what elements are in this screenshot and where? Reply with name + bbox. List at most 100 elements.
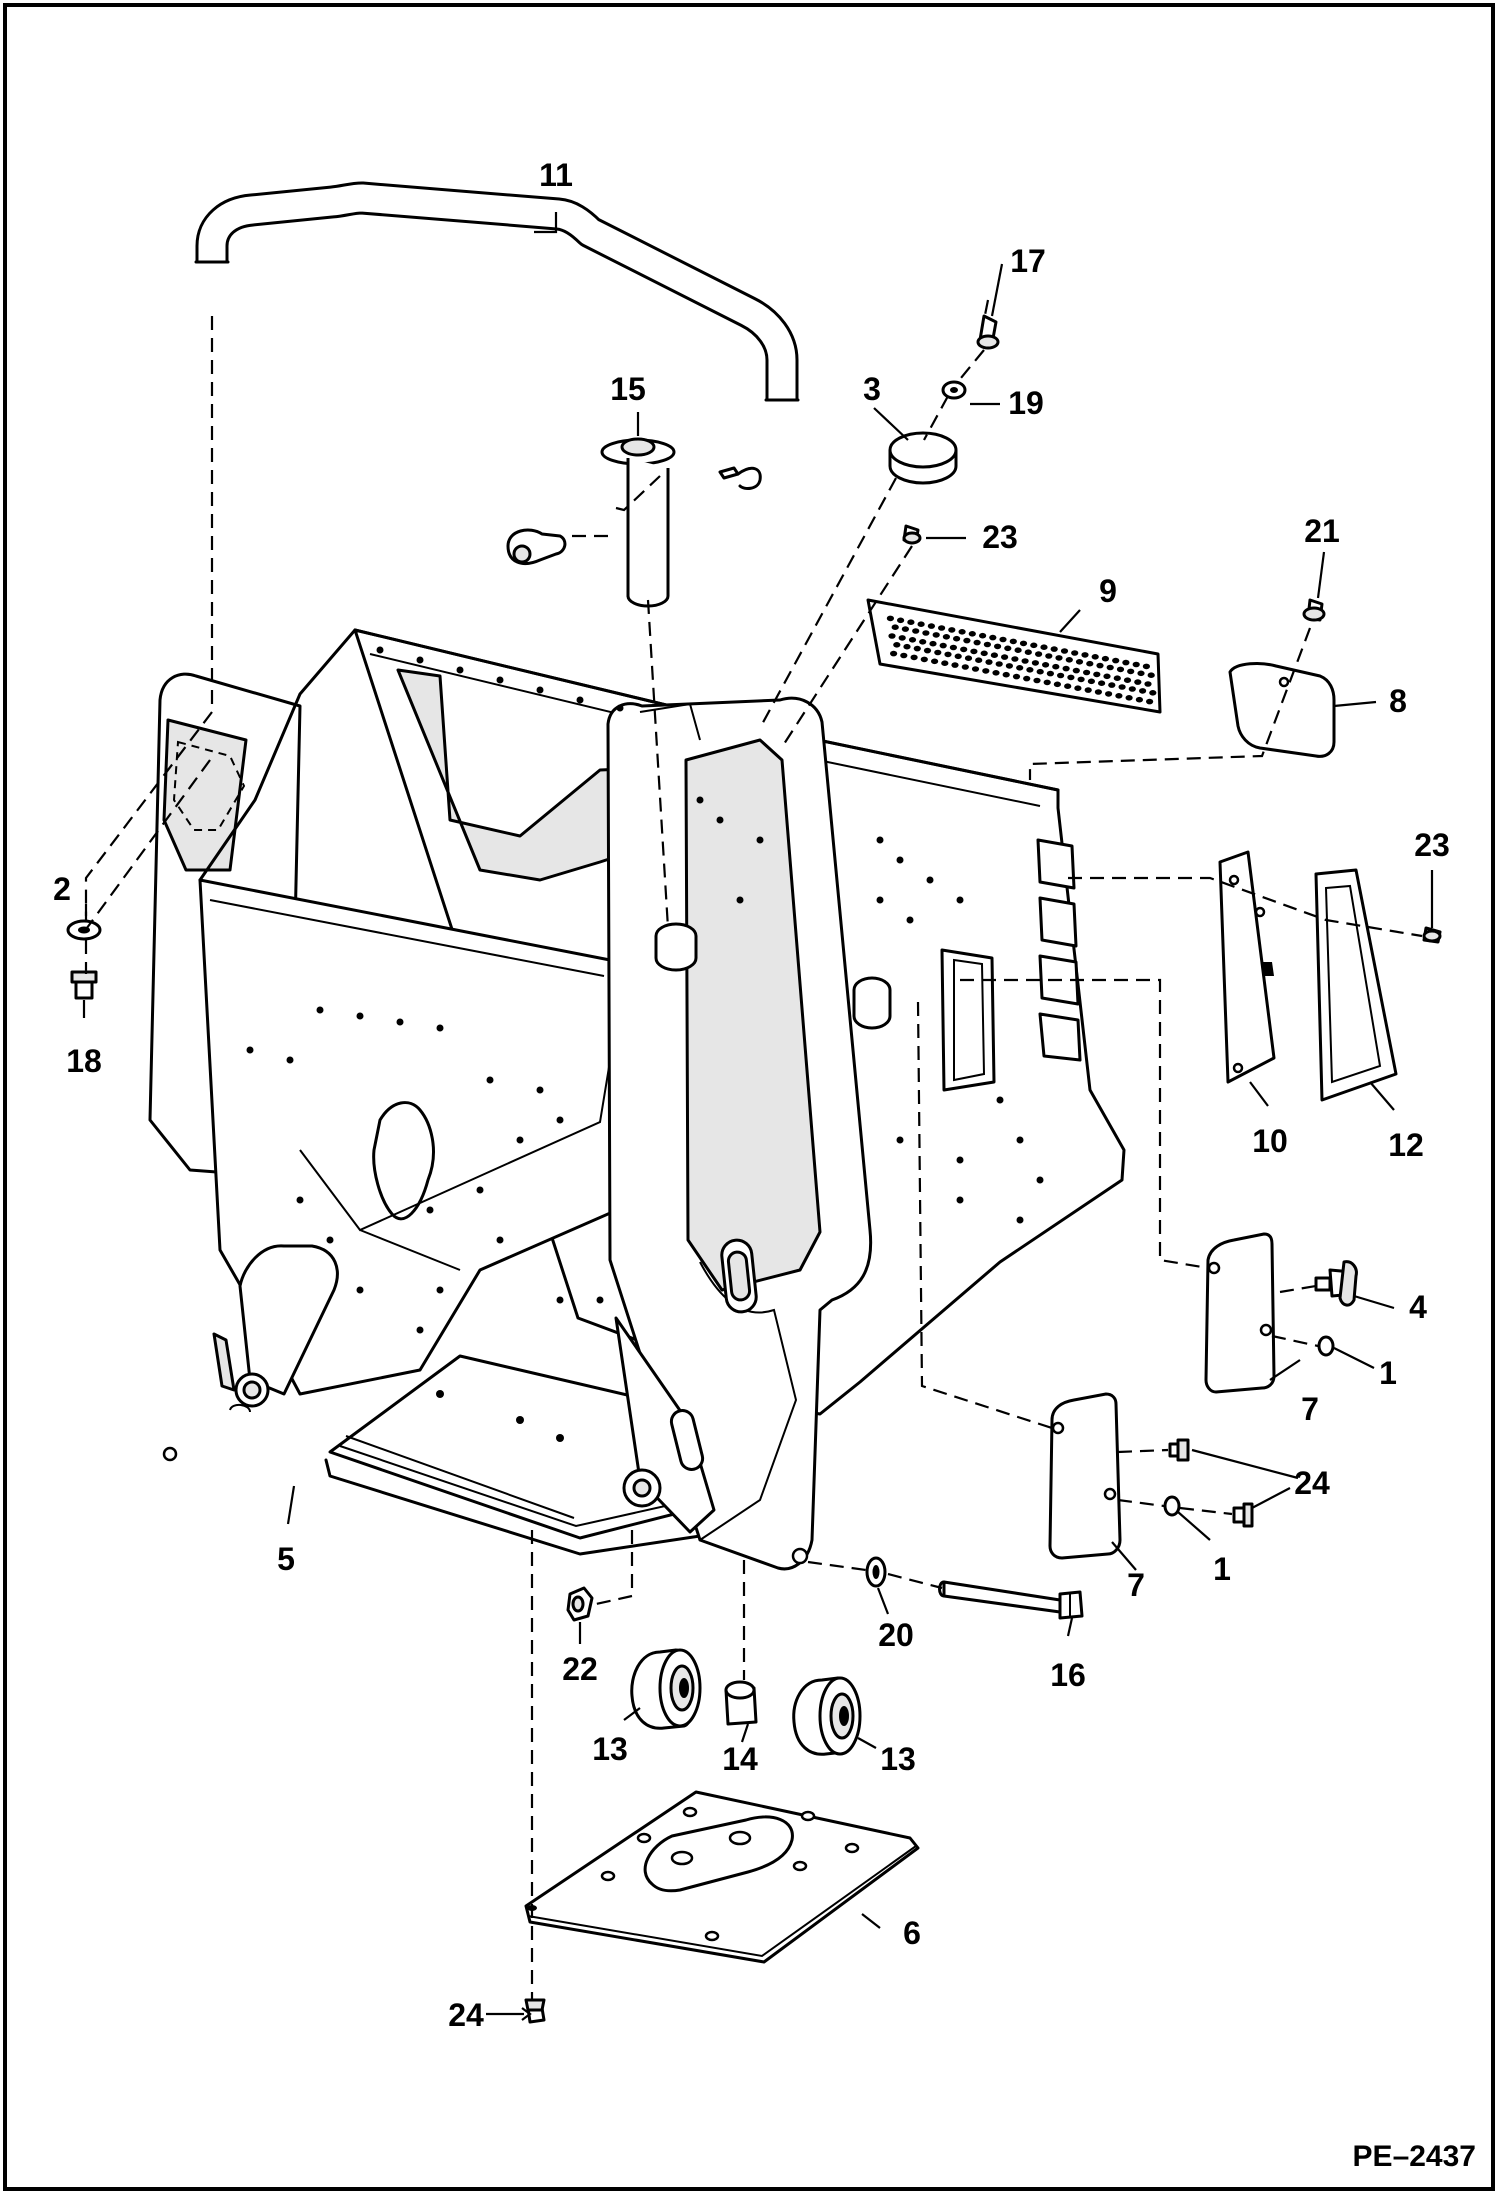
frame-hole — [556, 1116, 564, 1124]
perforation-hole — [985, 659, 993, 665]
part-15-tube-pin — [506, 437, 762, 608]
perforation-hole — [1081, 652, 1089, 658]
perforation-hole — [1071, 650, 1079, 656]
perforation-hole — [1094, 689, 1102, 695]
frame-hole — [356, 1286, 364, 1294]
frame-hole — [926, 876, 934, 884]
frame-hole — [906, 916, 914, 924]
part-7-cover-upper — [1204, 1232, 1276, 1394]
frame-hole — [416, 1326, 424, 1334]
callout-5: 5 — [277, 1541, 295, 1577]
perforation-hole — [934, 649, 942, 656]
frame-hole — [996, 1096, 1004, 1104]
callout-23-top: 23 — [982, 519, 1018, 555]
frame-hole — [436, 1024, 444, 1032]
frame-hole — [556, 1296, 564, 1304]
frame-hole — [456, 666, 464, 674]
perforation-hole — [890, 650, 898, 657]
frame-hole — [476, 1186, 484, 1194]
perforation-hole — [910, 654, 918, 661]
frame-hole — [876, 896, 884, 904]
frame-hole — [616, 704, 624, 712]
frame-hole — [896, 856, 904, 864]
part-23-bolt-right — [1422, 926, 1442, 944]
perforation-hole — [953, 635, 961, 642]
callout-22: 22 — [562, 1651, 598, 1687]
frame-hole — [716, 816, 724, 824]
perforation-hole — [1098, 680, 1106, 686]
perforation-hole — [898, 635, 906, 641]
perforation-hole — [908, 637, 917, 643]
part-3-cap — [888, 431, 958, 485]
perforation-hole — [1083, 669, 1091, 676]
perforation-hole — [1042, 662, 1050, 668]
perforation-hole — [1115, 693, 1123, 699]
perforation-hole — [1046, 670, 1054, 677]
perforation-hole — [893, 642, 901, 648]
perforation-hole — [1072, 667, 1080, 674]
frame-hole — [956, 1196, 964, 1204]
perforation-hole — [1053, 681, 1061, 688]
assembly-lines — [83, 299, 1423, 2000]
perforation-hole — [954, 653, 962, 660]
perforation-hole — [1118, 684, 1126, 690]
callout-24-right: 24 — [1294, 1465, 1330, 1501]
perforation-hole — [886, 615, 895, 622]
perforation-hole — [995, 661, 1003, 667]
perforation-hole — [968, 631, 976, 637]
perforation-hole — [942, 634, 951, 640]
part-13-roller-right — [792, 1676, 862, 1756]
callout-10: 10 — [1252, 1123, 1288, 1159]
perforation-hole — [1014, 647, 1022, 653]
part-24-bolt-bottom — [524, 1998, 546, 2024]
part-17-bolt — [976, 314, 1000, 350]
perforation-hole — [980, 650, 988, 657]
frame-hole — [736, 896, 744, 904]
part-13-roller-left — [630, 1648, 702, 1730]
frame-hole — [596, 1296, 604, 1304]
frame-hole — [286, 1056, 294, 1064]
perforation-hole — [1086, 660, 1094, 667]
frame-hole — [246, 1046, 254, 1054]
perforation-hole — [1002, 671, 1010, 678]
frame-hole — [376, 646, 384, 654]
part-12-gasket — [1314, 868, 1398, 1102]
callout-8: 8 — [1389, 683, 1407, 719]
perforation-hole — [1055, 655, 1063, 661]
part-9-perforated-screen — [866, 598, 1162, 714]
perforation-hole — [1035, 651, 1043, 657]
perforation-hole — [1033, 677, 1041, 684]
perforation-hole — [1122, 659, 1130, 666]
callout-1-lower: 1 — [1213, 1551, 1231, 1587]
callout-21: 21 — [1304, 513, 1340, 549]
frame-hole — [1016, 1216, 1024, 1224]
frame-hole — [396, 1018, 404, 1026]
perforation-hole — [1084, 687, 1092, 693]
perforation-hole — [920, 656, 928, 663]
perforation-hole — [939, 642, 947, 649]
perforation-hole — [949, 644, 958, 651]
perforation-hole — [941, 660, 949, 666]
frame-hole — [896, 1136, 904, 1144]
perforation-hole — [948, 627, 956, 633]
frame-hole — [416, 656, 424, 664]
frame-hole — [536, 686, 544, 694]
perforation-hole — [1146, 698, 1154, 705]
perforation-hole — [929, 640, 937, 647]
perforation-hole — [1062, 665, 1070, 672]
frame-hole — [1016, 1136, 1024, 1144]
perforation-hole — [982, 668, 990, 674]
callout-9: 9 — [1099, 573, 1117, 609]
perforation-hole — [913, 645, 921, 652]
part-18-bolt — [70, 970, 98, 1000]
callout-24-bottom: 24 — [448, 1997, 484, 2033]
perforation-hole — [1004, 645, 1012, 652]
perforation-hole — [1112, 657, 1120, 664]
leader-lines — [82, 212, 1434, 2021]
perforation-hole — [963, 637, 971, 644]
perforation-hole — [961, 664, 969, 670]
callout-4: 4 — [1409, 1289, 1427, 1325]
perforation-hole — [1005, 663, 1014, 669]
callout-2: 2 — [53, 871, 71, 907]
perforation-hole — [944, 651, 952, 658]
